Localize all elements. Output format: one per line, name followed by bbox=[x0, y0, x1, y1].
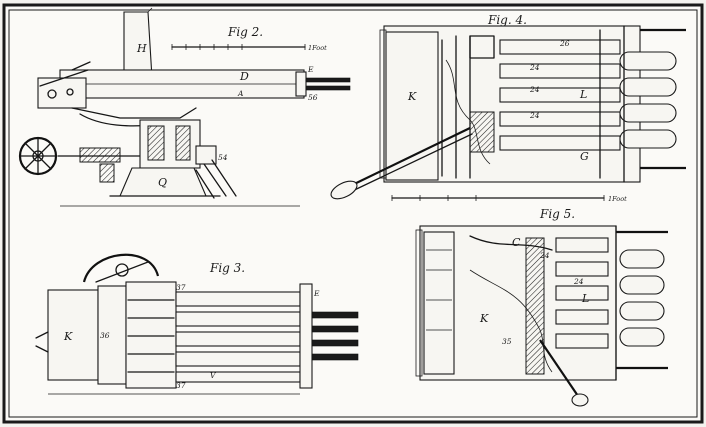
fig5-crank-handle bbox=[539, 339, 589, 407]
fig4-label-24a: 24 bbox=[529, 63, 540, 72]
fig2-label-E: E bbox=[307, 65, 314, 74]
fig4-label-L: L bbox=[579, 88, 587, 101]
fig2-label-A: A bbox=[237, 89, 244, 98]
fig3-label-E: E bbox=[313, 289, 320, 298]
fig2-scale-bar: 1Foot bbox=[171, 44, 327, 52]
fig4-barrels bbox=[499, 25, 686, 183]
fig2-yoke bbox=[71, 107, 197, 119]
fig2-handwheel bbox=[18, 136, 58, 176]
fig4-label-24b: 24 bbox=[529, 85, 540, 94]
fig4-crank-handle bbox=[330, 127, 473, 200]
fig5-label-35: 35 bbox=[502, 337, 512, 346]
fig4-label-26: 26 bbox=[559, 39, 570, 48]
fig3-barrels bbox=[175, 283, 359, 389]
inner-border bbox=[8, 9, 698, 418]
fig4-label-K: K bbox=[407, 90, 417, 103]
fig3-label-V: V bbox=[210, 371, 217, 380]
fig3-title: Fig 3. bbox=[209, 261, 245, 275]
fig5-barrels bbox=[555, 225, 668, 381]
fig2-label-Q: Q bbox=[158, 176, 167, 189]
fig4-title: Fig. 4. bbox=[487, 13, 527, 27]
fig3-breech-block bbox=[47, 289, 99, 381]
fig5-label-K: K bbox=[479, 312, 489, 325]
figure-3: Fig 3. K 36 37 37 bbox=[35, 253, 359, 395]
fig5-label-24b: 24 bbox=[573, 277, 584, 286]
fig4-lock-plate bbox=[385, 31, 439, 181]
fig4-scale-label: 1Foot bbox=[608, 195, 627, 203]
fig2-label-H: H bbox=[136, 42, 147, 55]
fig5-label-L: L bbox=[581, 292, 589, 305]
fig2-breech bbox=[37, 77, 87, 109]
fig2-label-D: D bbox=[239, 70, 249, 83]
fig2-scale-label: 1Foot bbox=[308, 44, 327, 52]
fig3-label-37a: 37 bbox=[176, 283, 186, 292]
fig3-crank-wheel bbox=[82, 253, 160, 283]
fig4-label-G: G bbox=[580, 150, 589, 163]
fig5-label-24a: 24 bbox=[539, 251, 550, 260]
fig4-scale-bar: 1Foot bbox=[391, 195, 627, 203]
fig4-label-24c: 24 bbox=[529, 111, 540, 120]
fig2-elevating-screw bbox=[79, 147, 121, 163]
svg-text:54: 54 bbox=[218, 153, 228, 162]
fig5-label-C: C bbox=[512, 236, 521, 249]
fig5-title: Fig 5. bbox=[539, 207, 575, 221]
fig2-label-56: 56 bbox=[308, 93, 318, 102]
figure-4: Fig. 4. K L G 24 24 bbox=[330, 13, 686, 203]
fig2-title: Fig 2. bbox=[227, 25, 263, 39]
fig3-label-37b: 37 bbox=[176, 381, 186, 390]
fig3-label-K: K bbox=[63, 330, 73, 343]
figure-5: Fig 5. K C L 24 24 35 bbox=[415, 207, 668, 407]
figure-2: Fig 2. 1Foot H D A E 56 bbox=[18, 7, 351, 207]
fig3-label-36: 36 bbox=[100, 331, 110, 340]
